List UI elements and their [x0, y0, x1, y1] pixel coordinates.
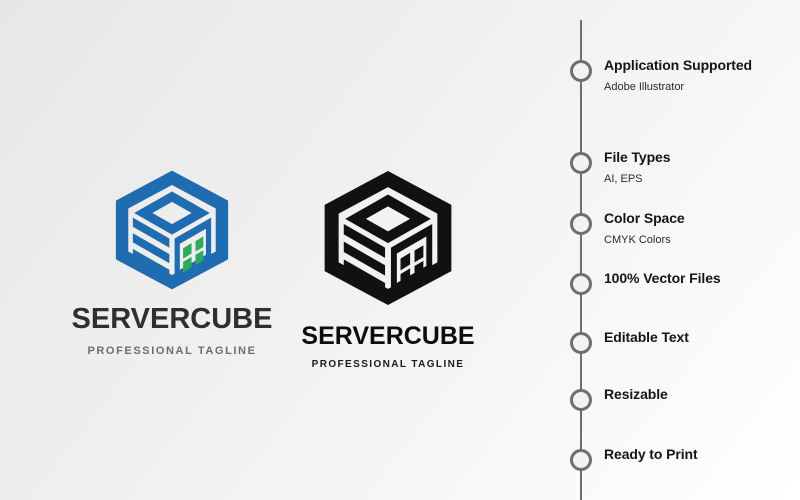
logo-tagline: PROFESSIONAL TAGLINE: [87, 345, 257, 357]
cube-left-face-bars: [132, 217, 170, 279]
timeline-node-circle-icon: [570, 152, 592, 174]
feature-subtitle: AI, EPS: [604, 173, 643, 185]
servercube-hexagon-cube-mark: [314, 168, 462, 308]
cube-left-face-bars: [343, 224, 386, 294]
servercube-hexagon-cube-mark: [106, 168, 238, 292]
feature-title: Color Space: [604, 210, 685, 226]
timeline-axis-line: [580, 20, 582, 500]
timeline-node-circle-icon: [570, 213, 592, 235]
timeline-node-circle-icon: [570, 389, 592, 411]
cube-right-face-frame: [174, 217, 212, 279]
timeline-node-circle-icon: [570, 449, 592, 471]
cube-right-face-windows: [183, 236, 204, 273]
timeline-node-circle-icon: [570, 332, 592, 354]
feature-title: Application Supported: [604, 57, 753, 73]
cube-right-face-frame: [390, 224, 433, 294]
feature-title: Resizable: [604, 386, 668, 402]
feature-title: Editable Text: [604, 329, 689, 345]
cube-top-face: [345, 194, 431, 244]
logo-tagline: PROFESSIONAL TAGLINE: [311, 359, 465, 370]
feature-subtitle: Adobe Illustrator: [604, 81, 685, 93]
logo-primary-color: SERVERCUBE PROFESSIONAL TAGLINE: [52, 168, 292, 357]
logo-monochrome: SERVERCUBE PROFESSIONAL TAGLINE: [300, 168, 476, 370]
feature-title: 100% Vector Files: [604, 270, 721, 286]
feature-title: Ready to Print: [604, 446, 698, 462]
logo-wordmark: SERVERCUBE: [71, 303, 273, 335]
feature-title: File Types: [604, 149, 671, 165]
timeline-node-circle-icon: [570, 273, 592, 295]
logo-wordmark: SERVERCUBE: [301, 322, 475, 350]
timeline-node-circle-icon: [570, 60, 592, 82]
feature-subtitle: CMYK Colors: [604, 234, 671, 246]
